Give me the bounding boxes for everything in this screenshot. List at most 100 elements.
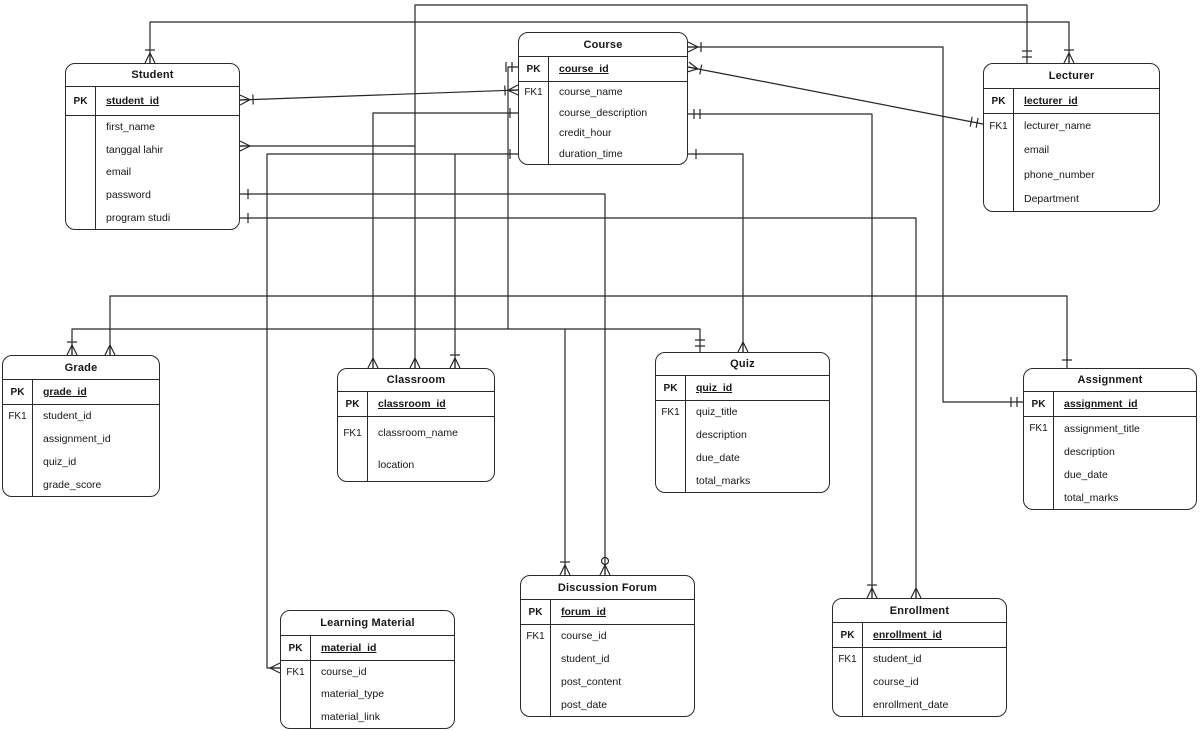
- entity-title: Lecturer: [984, 64, 1159, 89]
- key-label: [833, 693, 863, 717]
- entity-title: Learning Material: [281, 611, 454, 636]
- attribute-row: post_content: [521, 670, 694, 694]
- key-label: [519, 143, 549, 164]
- field-name: description: [696, 429, 747, 442]
- relationship-line: [239, 89, 519, 101]
- field-name: quiz_id: [696, 382, 733, 394]
- relationship-line: [240, 4, 1028, 147]
- attribute-row: tanggal lahir: [66, 138, 239, 162]
- relationship-line: [507, 66, 518, 329]
- field-name: duration_time: [559, 147, 623, 160]
- key-label: FK1: [984, 114, 1014, 139]
- entity-title: Assignment: [1024, 369, 1196, 392]
- field-name: total_marks: [696, 474, 751, 487]
- attribute-row: credit_hour: [519, 123, 687, 144]
- field-name: course_id: [559, 63, 609, 75]
- attribute-row: post_date: [521, 693, 694, 716]
- field-name: Department: [1024, 192, 1079, 205]
- attribute-row: description: [1024, 440, 1196, 463]
- entity-title: Grade: [3, 356, 159, 380]
- field-name: assignment_id: [1064, 398, 1138, 410]
- key-label: [3, 473, 33, 496]
- attribute-row: course_description: [519, 102, 687, 123]
- attribute-row: duration_time: [519, 143, 687, 164]
- key-label: PK: [984, 89, 1014, 113]
- field-name: assignment_title: [1064, 422, 1140, 435]
- key-label: [984, 186, 1014, 211]
- relationship-line: [688, 153, 744, 352]
- attribute-row: total_marks: [1024, 486, 1196, 509]
- key-label: FK1: [521, 625, 551, 648]
- key-label: [1024, 486, 1054, 509]
- field-name: course_name: [559, 86, 623, 99]
- attribute-row: assignment_id: [3, 427, 159, 451]
- field-name: due_date: [696, 451, 740, 464]
- key-label: PK: [521, 600, 551, 624]
- attribute-row: total_marks: [656, 469, 829, 492]
- attribute-row: first_name: [66, 116, 239, 139]
- field-name: location: [378, 459, 415, 471]
- relationship-line: [372, 112, 518, 368]
- key-label: [519, 102, 549, 123]
- relationship-line: [71, 328, 701, 355]
- field-name: enrollment_date: [873, 698, 949, 711]
- field-name: first_name: [106, 121, 156, 134]
- relationship-line: [240, 193, 606, 575]
- key-label: [656, 469, 686, 492]
- field-name: enrollment_id: [873, 629, 942, 641]
- key-label: PK: [3, 380, 33, 404]
- key-label: PK: [833, 623, 863, 647]
- key-label: [338, 449, 368, 481]
- key-label: FK1: [519, 82, 549, 103]
- attribute-row: quiz_id: [3, 450, 159, 474]
- relationship-line: [109, 295, 1068, 368]
- field-name: material_type: [321, 688, 385, 701]
- key-label: [66, 161, 96, 184]
- attribute-row: email: [984, 138, 1159, 163]
- key-label: [281, 705, 311, 728]
- attribute-row: course_id: [833, 670, 1006, 694]
- field-name: student_id: [561, 653, 610, 666]
- attribute-row: location: [338, 449, 494, 481]
- key-label: [1024, 463, 1054, 486]
- field-name: lecturer_name: [1024, 120, 1092, 133]
- field-name: description: [1064, 445, 1115, 458]
- field-name: quiz_title: [696, 406, 738, 419]
- key-label: [3, 450, 33, 474]
- attribute-row: program studi: [66, 206, 239, 229]
- key-label: [519, 123, 549, 144]
- key-label: PK: [338, 392, 368, 416]
- field-name: post_date: [561, 698, 608, 711]
- field-name: password: [106, 189, 151, 202]
- field-name: classroom_name: [378, 427, 458, 439]
- key-label: PK: [281, 636, 311, 660]
- attribute-row: material_type: [281, 683, 454, 706]
- key-label: FK1: [3, 405, 33, 428]
- key-label: [66, 116, 96, 139]
- field-name: grade_id: [43, 386, 87, 398]
- key-label: FK1: [338, 417, 368, 449]
- field-name: forum_id: [561, 606, 606, 618]
- field-name: program studi: [106, 211, 171, 224]
- attribute-row: material_link: [281, 705, 454, 728]
